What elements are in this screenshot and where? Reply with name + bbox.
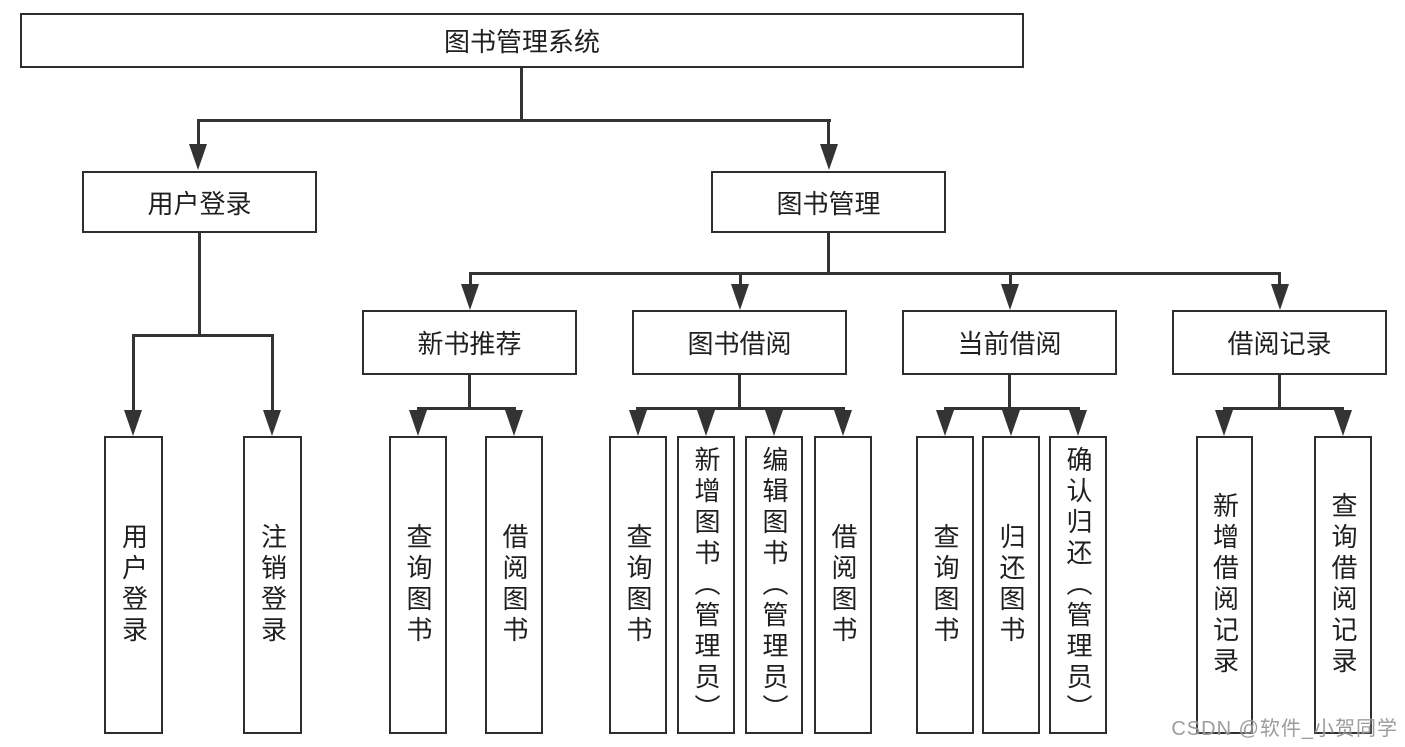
arrow-down-icon — [409, 410, 427, 436]
node-root: 图书管理系统 — [20, 13, 1024, 68]
arrow-down-icon — [820, 144, 838, 170]
connector-line — [520, 68, 523, 120]
arrow-down-icon — [834, 410, 852, 436]
node-current-borrow: 当前借阅 — [902, 310, 1117, 375]
leaf-label: 注销登录 — [257, 523, 288, 647]
leaf-label: 借阅图书 — [828, 523, 858, 647]
arrow-down-icon — [461, 284, 479, 310]
connector-line — [1008, 375, 1011, 410]
arrow-down-icon — [936, 410, 954, 436]
arrow-down-icon — [1271, 284, 1289, 310]
leaf-borrow-books: 借阅图书 — [814, 436, 872, 734]
connector-line — [944, 407, 1080, 410]
csdn-watermark: CSDN @软件_小贺同学 — [1171, 718, 1398, 740]
connector-line — [1278, 272, 1281, 288]
leaf-query-books-current: 查询图书 — [916, 436, 974, 734]
connector-line — [198, 233, 201, 337]
connector-line — [1223, 407, 1344, 410]
connector-line — [271, 334, 274, 414]
leaf-label: 查询图书 — [403, 523, 433, 647]
leaf-logout: 注销登录 — [243, 436, 302, 734]
connector-line — [132, 334, 274, 337]
connector-line — [468, 375, 471, 410]
arrow-down-icon — [731, 284, 749, 310]
leaf-label: 编辑图书（管理员） — [759, 445, 789, 725]
connector-line — [827, 119, 830, 151]
leaf-label: 新增图书（管理员） — [691, 445, 721, 725]
arrow-down-icon — [505, 410, 523, 436]
leaf-confirm-return-admin: 确认归还（管理员） — [1049, 436, 1107, 734]
node-book-management: 图书管理 — [711, 171, 946, 233]
arrow-down-icon — [629, 410, 647, 436]
node-borrow-records: 借阅记录 — [1172, 310, 1387, 375]
leaf-label: 借阅图书 — [499, 523, 529, 647]
leaf-label: 确认归还（管理员） — [1063, 445, 1093, 725]
connector-line — [636, 407, 845, 410]
leaf-borrow-books-recommend: 借阅图书 — [485, 436, 543, 734]
connector-line — [132, 334, 135, 414]
connector-line — [738, 375, 741, 410]
connector-line — [197, 119, 831, 122]
leaf-edit-book-admin: 编辑图书（管理员） — [745, 436, 803, 734]
connector-line — [197, 119, 200, 151]
node-book-borrow: 图书借阅 — [632, 310, 847, 375]
connector-line — [469, 272, 1281, 275]
leaf-label: 查询借阅记录 — [1328, 492, 1358, 678]
arrow-down-icon — [697, 410, 715, 436]
arrow-down-icon — [124, 410, 142, 436]
arrow-down-icon — [1001, 284, 1019, 310]
leaf-return-book: 归还图书 — [982, 436, 1040, 734]
leaf-add-borrow-record: 新增借阅记录 — [1196, 436, 1253, 734]
leaf-label: 查询图书 — [623, 523, 653, 647]
leaf-user-login: 用户登录 — [104, 436, 163, 734]
connector-line — [827, 233, 830, 275]
leaf-add-book-admin: 新增图书（管理员） — [677, 436, 735, 734]
arrow-down-icon — [1215, 410, 1233, 436]
connector-line — [469, 272, 472, 288]
leaf-query-borrow-record: 查询借阅记录 — [1314, 436, 1372, 734]
leaf-query-books-recommend: 查询图书 — [389, 436, 447, 734]
arrow-down-icon — [1334, 410, 1352, 436]
arrow-down-icon — [189, 144, 207, 170]
arrow-down-icon — [1069, 410, 1087, 436]
connector-line — [1009, 272, 1012, 288]
node-new-book-recommend: 新书推荐 — [362, 310, 577, 375]
leaf-query-books-borrow: 查询图书 — [609, 436, 667, 734]
arrow-down-icon — [1002, 410, 1020, 436]
connector-line — [739, 272, 742, 288]
leaf-label: 归还图书 — [996, 523, 1026, 647]
arrow-down-icon — [765, 410, 783, 436]
node-user-login: 用户登录 — [82, 171, 317, 233]
leaf-label: 查询图书 — [930, 523, 960, 647]
leaf-label: 用户登录 — [118, 523, 149, 647]
connector-line — [417, 407, 516, 410]
connector-line — [1278, 375, 1281, 410]
leaf-label: 新增借阅记录 — [1209, 492, 1240, 678]
arrow-down-icon — [263, 410, 281, 436]
